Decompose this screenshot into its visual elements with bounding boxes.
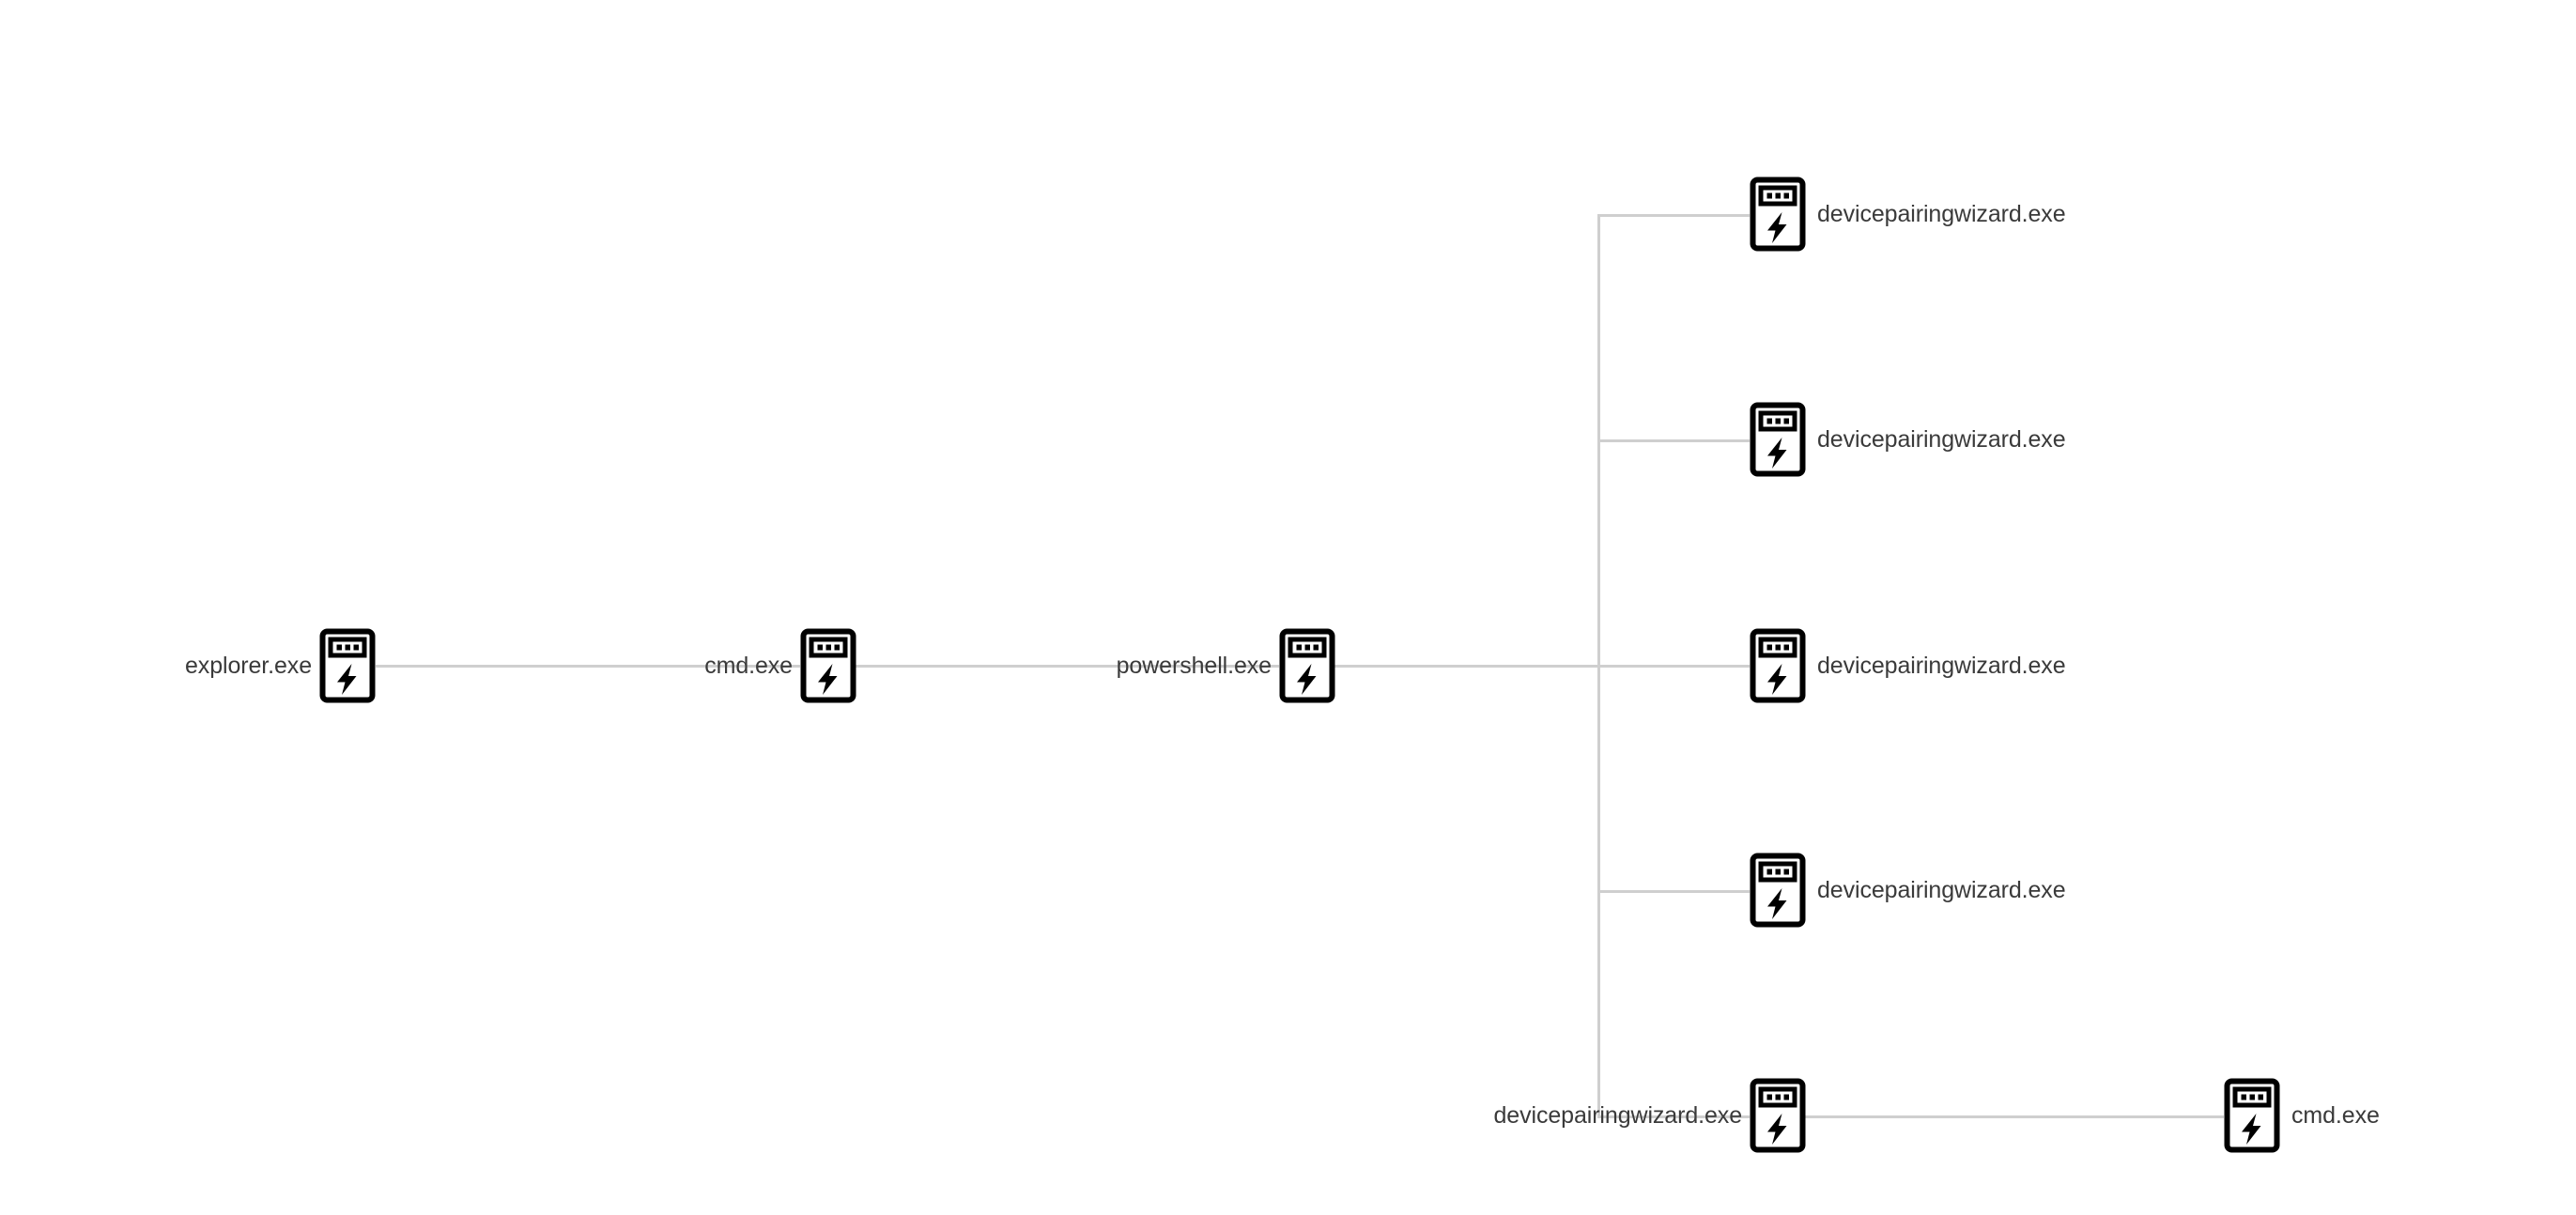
connector-e-explorer-cmd1 (376, 665, 800, 668)
connector-e-trunk-dpw5 (1597, 1115, 1750, 1118)
process-node-dpw-3[interactable]: devicepairingwizard.exe (1750, 628, 2066, 703)
process-node-dpw-2[interactable]: devicepairingwizard.exe (1750, 402, 2066, 477)
connector-e-trunk-dpw4 (1597, 890, 1750, 893)
process-executable-icon (1279, 628, 1335, 703)
process-node-label: powershell.exe (1116, 652, 1272, 679)
process-executable-icon (1750, 1078, 1806, 1153)
connector-e-trunk-dpw1 (1597, 214, 1750, 217)
process-node-powershell[interactable]: powershell.exe (0, 628, 1335, 703)
process-executable-icon (800, 628, 856, 703)
connector-e-cmd1-powershell (855, 665, 1279, 668)
connector-e-dpw5-cmd2 (1805, 1115, 2224, 1118)
process-node-label: devicepairingwizard.exe (1817, 876, 2066, 903)
process-executable-icon (1750, 402, 1806, 477)
process-node-cmd-2[interactable]: cmd.exe (2224, 1078, 2380, 1153)
process-node-dpw-5[interactable]: devicepairingwizard.exe (0, 1078, 1806, 1153)
process-node-dpw-1[interactable]: devicepairingwizard.exe (1750, 177, 2066, 252)
connector-e-trunk (1597, 214, 1600, 1115)
process-node-explorer[interactable]: explorer.exe (0, 628, 376, 703)
process-node-label: devicepairingwizard.exe (1817, 200, 2066, 227)
process-node-label: explorer.exe (185, 652, 312, 679)
process-executable-icon (319, 628, 376, 703)
process-node-dpw-4[interactable]: devicepairingwizard.exe (1750, 853, 2066, 928)
process-node-label: devicepairingwizard.exe (1817, 425, 2066, 453)
process-executable-icon (1750, 628, 1806, 703)
process-executable-icon (1750, 853, 1806, 928)
process-executable-icon (1750, 177, 1806, 252)
process-node-cmd-1[interactable]: cmd.exe (0, 628, 856, 703)
process-node-label: devicepairingwizard.exe (1817, 652, 2066, 679)
process-node-label: devicepairingwizard.exe (1493, 1101, 1742, 1129)
connector-e-trunk-dpw2 (1597, 439, 1750, 442)
connector-e-powershell-trunk (1334, 665, 1750, 668)
process-node-label: cmd.exe (704, 652, 793, 679)
process-node-label: cmd.exe (2291, 1101, 2380, 1129)
process-executable-icon (2224, 1078, 2280, 1153)
